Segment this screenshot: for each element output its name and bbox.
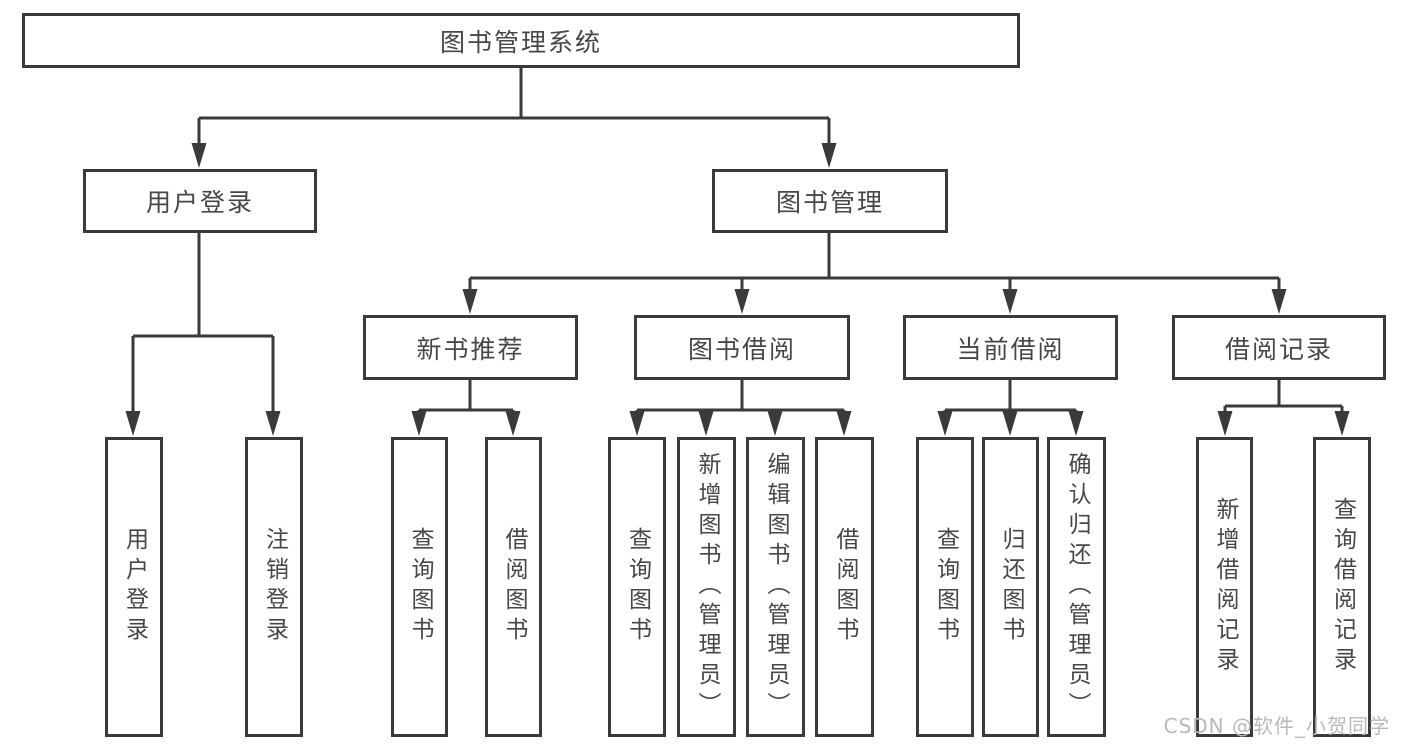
- connector-current-borrow-to-leaves: [943, 380, 1078, 418]
- connector-root-to-level2: [197, 68, 831, 148]
- arrowhead-icon: [836, 411, 852, 436]
- arrowhead-icon: [1002, 411, 1018, 436]
- connector-book-mgmt-to-sections: [468, 232, 1281, 295]
- arrowhead-icon: [734, 289, 750, 314]
- leaf-logout: 注销登录: [245, 437, 303, 737]
- leaf-return-book: 归还图书: [982, 437, 1039, 737]
- csdn-watermark: CSDN @软件_小贺同学: [1163, 714, 1390, 738]
- node-new-book-recommend: 新书推荐: [363, 315, 578, 380]
- node-book-borrow: 图书借阅: [634, 315, 850, 380]
- leaf-borrow-book: 借阅图书: [815, 437, 874, 737]
- arrowhead-icon: [629, 411, 645, 436]
- connector-book-borrow-to-leaves: [635, 380, 846, 418]
- arrowhead-icon: [1068, 411, 1084, 436]
- node-user-login: 用户登录: [83, 169, 317, 233]
- arrowheads: [125, 143, 1350, 436]
- arrowhead-icon: [462, 289, 478, 314]
- arrowhead-icon: [1217, 411, 1233, 436]
- leaf-query-borrow-record: 查询借阅记录: [1313, 437, 1371, 737]
- node-book-management: 图书管理: [712, 169, 948, 233]
- leaf-add-borrow-record: 新增借阅记录: [1196, 437, 1253, 737]
- node-current-borrow: 当前借阅: [903, 315, 1118, 380]
- leaf-add-book-admin: 新增图书（管理员）: [677, 437, 736, 737]
- arrowhead-icon: [191, 143, 207, 168]
- leaf-edit-book-admin: 编辑图书（管理员）: [746, 437, 805, 737]
- connector-user-login-to-leaves: [131, 232, 275, 416]
- leaf-confirm-return-admin: 确认归还（管理员）: [1047, 437, 1106, 737]
- arrowhead-icon: [937, 411, 953, 436]
- connector-lines: [131, 68, 1344, 418]
- connector-new-book-to-leaves: [417, 380, 515, 418]
- leaf-query-books-borrow: 查询图书: [608, 437, 666, 737]
- arrowhead-icon: [1334, 411, 1350, 436]
- leaf-user-login: 用户登录: [105, 437, 163, 737]
- node-root: 图书管理系统: [22, 13, 1020, 68]
- leaf-query-books-current: 查询图书: [916, 437, 974, 737]
- leaf-borrow-books-recommend: 借阅图书: [485, 437, 542, 737]
- arrowhead-icon: [265, 411, 281, 436]
- arrowhead-icon: [767, 411, 783, 436]
- arrowhead-icon: [411, 411, 427, 436]
- leaf-query-books-recommend: 查询图书: [391, 437, 448, 737]
- arrowhead-icon: [1002, 289, 1018, 314]
- arrowhead-icon: [125, 411, 141, 436]
- arrowhead-icon: [1271, 289, 1287, 314]
- connector-borrow-records-to-leaves: [1223, 380, 1344, 418]
- arrowhead-icon: [698, 411, 714, 436]
- arrowhead-icon: [505, 411, 521, 436]
- arrowhead-icon: [821, 143, 837, 168]
- node-borrow-records: 借阅记录: [1172, 315, 1386, 380]
